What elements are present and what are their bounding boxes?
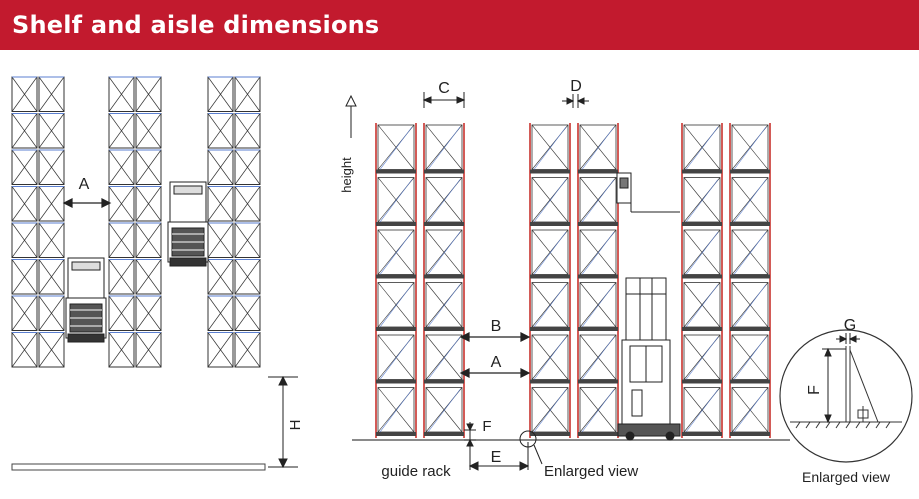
rack-diagram: A H height C bbox=[11, 76, 913, 485]
plan-rack-columns bbox=[11, 76, 261, 368]
detail-caption: Enlarged view bbox=[802, 469, 891, 485]
rack-bay bbox=[423, 123, 465, 438]
forklift-side-view bbox=[616, 172, 681, 441]
plan-rack-column bbox=[234, 76, 261, 368]
plan-rack-column bbox=[11, 76, 38, 368]
enlarged-view-leader bbox=[533, 444, 543, 465]
plan-rack-column bbox=[207, 76, 234, 368]
detail-dimension-g bbox=[836, 333, 860, 344]
plan-rack-column bbox=[108, 76, 135, 368]
enlarged-view-label: Enlarged view bbox=[544, 463, 638, 480]
detail-dimension-f bbox=[822, 347, 846, 424]
plan-label-a: A bbox=[79, 176, 90, 193]
dimension-b bbox=[459, 332, 531, 342]
label-e: E bbox=[491, 449, 502, 466]
plan-label-h: H bbox=[287, 420, 304, 431]
dimension-a bbox=[459, 368, 531, 378]
floor-slab bbox=[11, 463, 266, 471]
label-f-small: F bbox=[482, 418, 491, 435]
label-a: A bbox=[491, 354, 502, 371]
height-arrow-icon bbox=[345, 94, 357, 138]
detail-label-g: G bbox=[844, 317, 856, 334]
rack-bay bbox=[577, 123, 619, 438]
label-b: B bbox=[491, 318, 502, 335]
rack-bay bbox=[729, 123, 771, 438]
detail-view: F G Enlarged view bbox=[779, 317, 913, 485]
plan-dimension-a bbox=[62, 198, 112, 208]
label-c: C bbox=[438, 80, 450, 97]
page-title: Shelf and aisle dimensions bbox=[12, 11, 380, 39]
plan-dimension-h bbox=[268, 375, 298, 469]
elevation-rack-bays bbox=[375, 123, 771, 438]
forklift-top-view-upper bbox=[167, 181, 209, 267]
rack-bay bbox=[529, 123, 571, 438]
label-d: D bbox=[570, 78, 582, 95]
elevation-view: height C D B bbox=[339, 78, 790, 480]
elevation-height-label: height bbox=[339, 157, 354, 193]
dimension-d bbox=[562, 94, 589, 108]
plan-rack-column bbox=[135, 76, 162, 368]
forklift-top-view-lower bbox=[65, 257, 107, 343]
rack-bay bbox=[375, 123, 417, 438]
dimension-c bbox=[422, 92, 466, 108]
plan-rack-column bbox=[38, 76, 65, 368]
title-banner: Shelf and aisle dimensions bbox=[0, 0, 919, 50]
guide-rack-label: guide rack bbox=[381, 463, 451, 480]
dimension-f-small bbox=[464, 422, 476, 452]
dimension-e bbox=[468, 442, 530, 471]
rack-bay bbox=[681, 123, 723, 438]
plan-view: A H bbox=[11, 76, 304, 471]
detail-label-f: F bbox=[806, 385, 823, 395]
enlarged-view-marker-icon bbox=[519, 430, 537, 448]
